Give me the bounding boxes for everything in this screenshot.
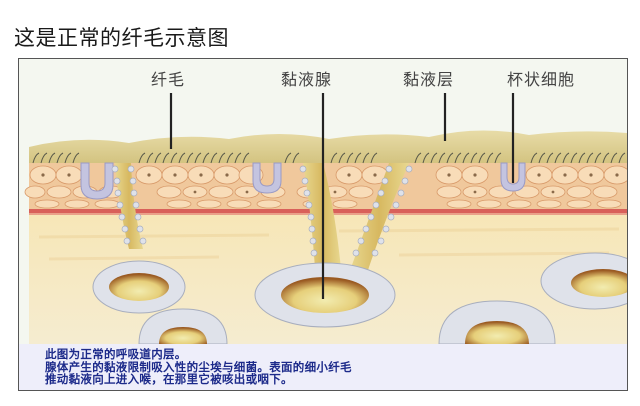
- label-mucus-layer: 黏液层: [403, 70, 455, 89]
- caption-line-2: 腺体产生的黏液限制吸入性的尘埃与细菌。表面的细小纤毛: [45, 359, 352, 374]
- page-title: 这是正常的纤毛示意图: [14, 26, 229, 50]
- diagram-frame: 纤毛 黏液腺 黏液层 杯状细胞 此图为正常的呼吸道内层。 腺体产生的黏液限制吸入…: [18, 58, 628, 391]
- label-pointers: [169, 93, 515, 299]
- cell-nuclei: [41, 173, 619, 194]
- mucus-layer: [29, 130, 627, 165]
- label-goblet-cell: 杯状细胞: [507, 70, 576, 89]
- goblet-cells: [80, 162, 526, 200]
- gland-acinus-bottom-left: [138, 308, 228, 344]
- cilia-row: [32, 152, 626, 164]
- label-mucous-gland: 黏液腺: [281, 70, 333, 89]
- caption-line-3: 推动黏液向上进入喉，在那里它被咳出或咽下。: [45, 372, 293, 386]
- caption-box: 此图为正常的呼吸道内层。 腺体产生的黏液限制吸入性的尘埃与细菌。表面的细小纤毛 …: [19, 344, 627, 390]
- caption-line-1: 此图为正常的呼吸道内层。: [45, 347, 187, 361]
- label-cilia: 纤毛: [151, 70, 186, 89]
- respiratory-lining-diagram: [24, 93, 627, 344]
